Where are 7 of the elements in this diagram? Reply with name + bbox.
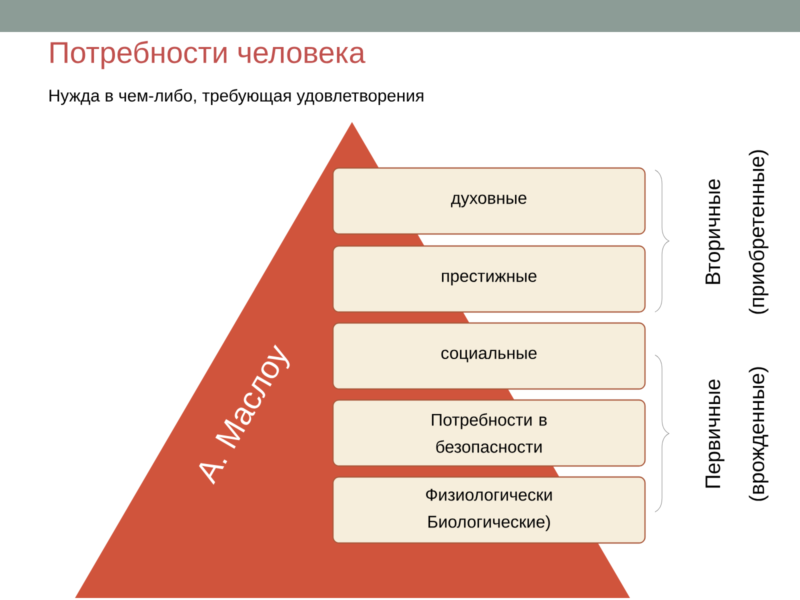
title: Потребности человека	[50, 40, 366, 70]
subtitle: Нужда в чем-либо, требующая удовлетворения	[50, 89, 424, 105]
level-box: духовные	[332, 167, 646, 235]
group-label: Первичные (врожденные)	[706, 367, 768, 501]
group-label: Вторичные (приобретенные)	[706, 150, 768, 314]
level-box: престижные	[332, 245, 646, 313]
level-box: социальные	[332, 322, 646, 390]
